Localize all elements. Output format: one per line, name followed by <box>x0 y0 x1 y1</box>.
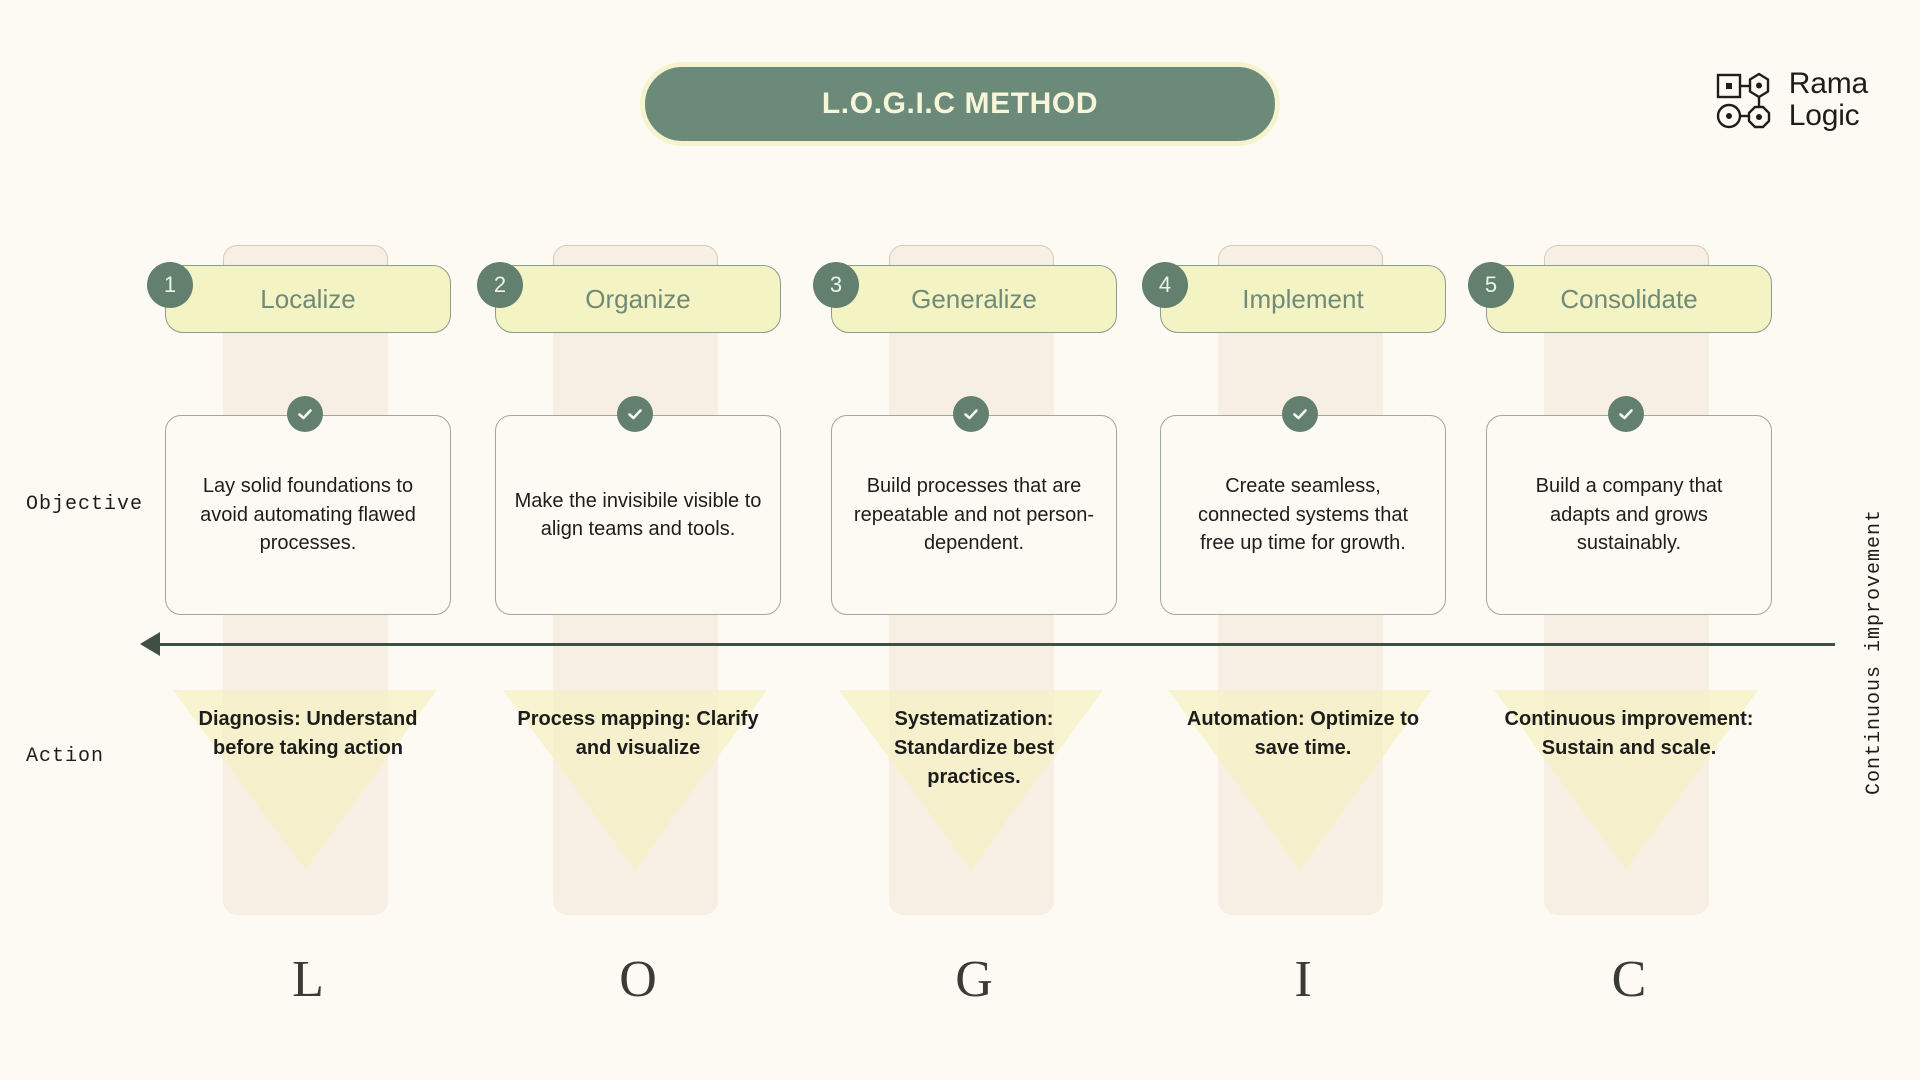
step-name: Implement <box>1242 283 1364 314</box>
action-text: Automation: Optimize to save time. <box>1186 708 1420 759</box>
action-text: Continuous improvement: Sustain and scal… <box>1504 708 1754 759</box>
check-circle-icon <box>1608 396 1644 432</box>
check-circle-icon <box>617 396 653 432</box>
row-label-objective: Objective <box>26 493 144 516</box>
objective-text: Build a company that adapts and grows su… <box>1535 475 1723 555</box>
step-header-chip[interactable]: Organize <box>495 265 781 333</box>
logo-line-1: Rama <box>1788 67 1868 100</box>
objective-text: Make the invisibile visible to align tea… <box>514 489 762 540</box>
step-number-badge: 1 <box>147 262 193 308</box>
row-label-action: Action <box>26 745 105 768</box>
step-letter: L <box>292 951 324 1008</box>
objective-text: Create seamless, connected systems that … <box>1197 475 1409 555</box>
node-network-icon <box>1716 72 1770 128</box>
step-letter: I <box>1294 951 1312 1008</box>
step-header-chip[interactable]: Generalize <box>831 265 1117 333</box>
objective-card[interactable]: Build processes that are repeatable and … <box>831 415 1117 615</box>
step-letter: C <box>1611 951 1647 1008</box>
objective-card[interactable]: Make the invisibile visible to align tea… <box>495 415 781 615</box>
step-number-badge: 2 <box>477 262 523 308</box>
step-name: Consolidate <box>1560 283 1698 314</box>
step-header-chip[interactable]: Implement <box>1160 265 1446 333</box>
objective-text: Lay solid foundations to avoid automatin… <box>200 475 416 555</box>
step-letter: G <box>955 951 993 1008</box>
check-circle-icon <box>287 396 323 432</box>
step-number-badge: 4 <box>1142 262 1188 308</box>
action-text: Process mapping: Clarify and visualize <box>517 708 759 759</box>
funnel-triangle-icon <box>1168 690 1432 870</box>
step-name: Generalize <box>911 283 1037 314</box>
check-circle-icon <box>953 396 989 432</box>
feedback-arrow-line <box>150 643 1835 646</box>
page-title: L.O.G.I.C METHOD <box>821 87 1099 120</box>
action-text: Diagnosis: Understand before taking acti… <box>198 708 418 759</box>
objective-card[interactable]: Create seamless, connected systems that … <box>1160 415 1446 615</box>
logo-line-2: Logic <box>1788 98 1860 132</box>
funnel-triangle-icon <box>503 690 767 870</box>
check-circle-icon <box>1282 396 1318 432</box>
objective-text: Build processes that are repeatable and … <box>853 475 1095 555</box>
step-number-badge: 5 <box>1468 262 1514 308</box>
funnel-triangle-icon <box>173 690 437 870</box>
step-header-chip[interactable]: Localize <box>165 265 451 333</box>
action-text: Systematization: Standardize best practi… <box>893 708 1055 788</box>
step-name: Localize <box>260 283 356 314</box>
funnel-triangle-icon <box>839 690 1103 870</box>
page-title-pill: L.O.G.I.C METHOD <box>640 62 1280 146</box>
step-letter: O <box>619 951 657 1008</box>
step-header-chip[interactable]: Consolidate <box>1486 265 1772 333</box>
funnel-triangle-icon <box>1494 690 1758 870</box>
step-name: Organize <box>585 283 691 314</box>
brand-logo: Rama Logic <box>1715 68 1868 132</box>
objective-card[interactable]: Lay solid foundations to avoid automatin… <box>165 415 451 615</box>
objective-card[interactable]: Build a company that adapts and grows su… <box>1486 415 1772 615</box>
step-number-badge: 3 <box>813 262 859 308</box>
